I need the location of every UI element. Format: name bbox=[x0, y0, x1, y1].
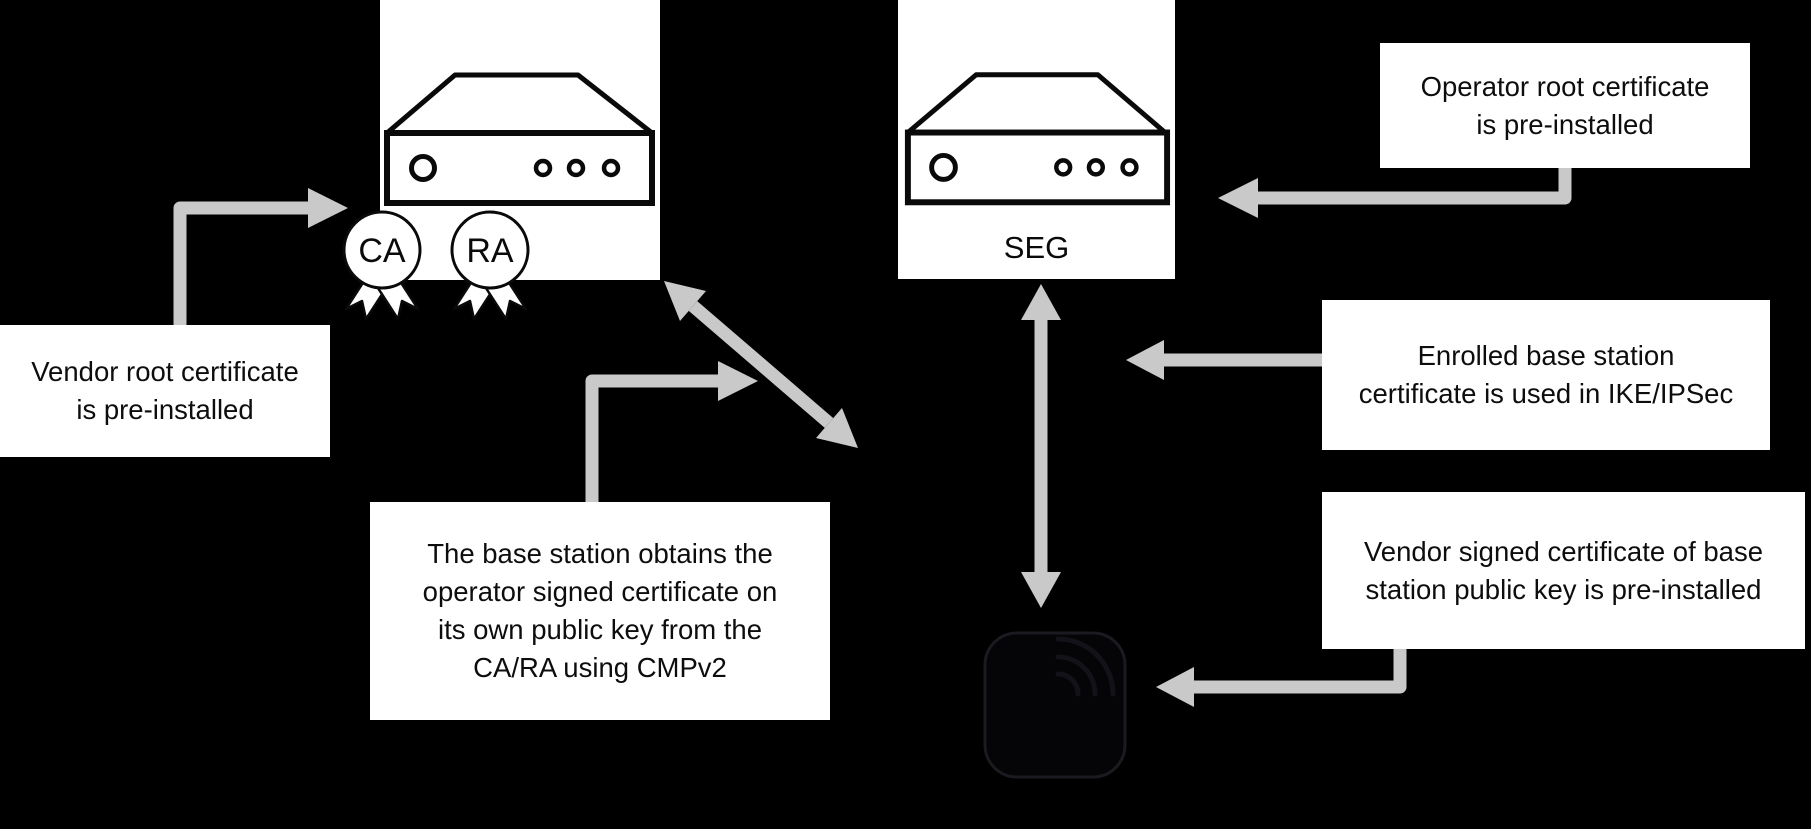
arrow-vendor-root-to-cara bbox=[173, 201, 310, 325]
callout-text-line: certificate is used in IKE/IPSec bbox=[1358, 378, 1734, 409]
base-station-node bbox=[982, 630, 1128, 780]
callout-text-line: CA/RA using CMPv2 bbox=[473, 652, 727, 683]
callout-text-line: Vendor root certificate bbox=[31, 356, 299, 387]
callout-text-line: is pre-installed bbox=[76, 394, 254, 425]
callout-text-line: operator signed certificate on bbox=[422, 576, 778, 607]
ca-badge: CA bbox=[334, 209, 430, 321]
seg-label: SEG bbox=[1003, 230, 1070, 265]
ra-badge-label: RA bbox=[466, 232, 514, 270]
server-icon bbox=[904, 72, 1171, 206]
seg-server-card: SEG bbox=[898, 0, 1175, 279]
ca-ra-server-card bbox=[380, 0, 660, 280]
callout-text-line: Vendor signed certificate of base bbox=[1363, 535, 1763, 567]
rosette-icon: CA bbox=[342, 210, 422, 321]
server-icon bbox=[384, 72, 655, 206]
callout-vendor-root: Vendor root certificate is pre-installed bbox=[0, 325, 330, 457]
callout-text-line: The base station obtains the bbox=[427, 538, 773, 569]
arrow-cmpv2-elbow bbox=[585, 374, 720, 502]
arrow-operator-root-to-seg bbox=[1258, 168, 1572, 205]
callout-vendor-signed: Vendor signed certificate of base statio… bbox=[1322, 492, 1805, 649]
rosette-icon: RA bbox=[450, 210, 530, 321]
callout-text-line: its own public key from the bbox=[437, 614, 763, 645]
base-station-radio-icon bbox=[983, 631, 1127, 779]
callout-text-line: is pre-installed bbox=[1476, 108, 1654, 140]
callout-text-line: station public key is pre-installed bbox=[1365, 573, 1762, 605]
callout-cmpv2: The base station obtains the operator si… bbox=[370, 502, 830, 720]
ca-badge-label: CA bbox=[358, 232, 406, 270]
arrow-bs-cara-diagonal bbox=[688, 301, 834, 428]
callout-operator-root: Operator root certificate is pre-install… bbox=[1380, 43, 1750, 168]
callout-text-line: Enrolled base station bbox=[1417, 340, 1675, 371]
arrowheads bbox=[308, 178, 1258, 707]
ra-badge: RA bbox=[442, 209, 538, 321]
callout-enrolled-certificate: Enrolled base station certificate is use… bbox=[1322, 300, 1770, 450]
callout-text-line: Operator root certificate bbox=[1420, 70, 1710, 102]
arrow-vendor-signed-to-bs bbox=[1194, 649, 1407, 694]
